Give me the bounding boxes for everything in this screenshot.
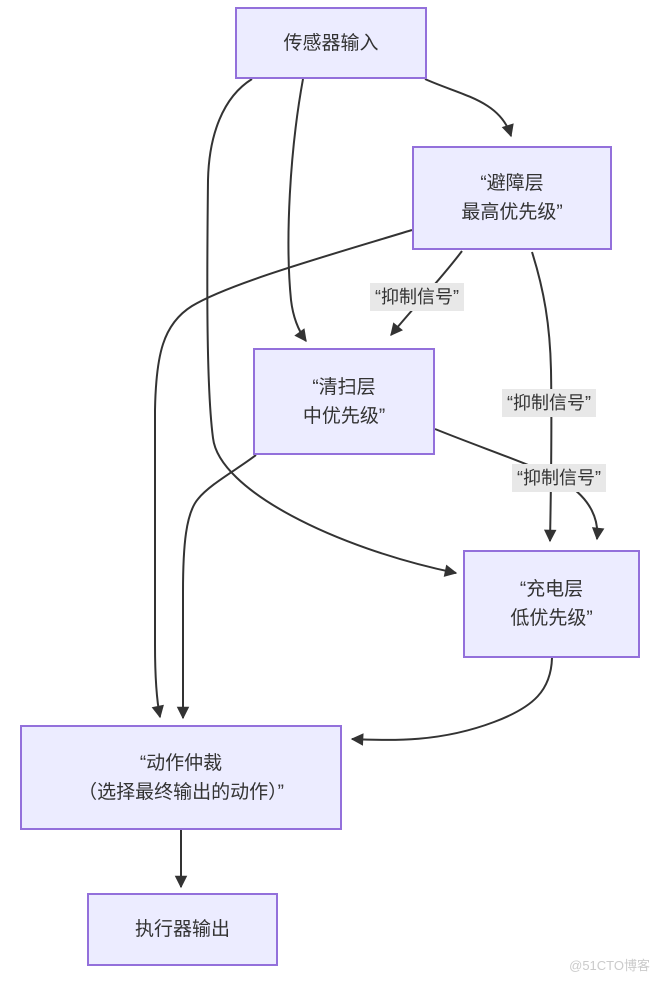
- edge-sensor-to-avoidance: [424, 78, 514, 138]
- node-label: “清扫层: [312, 376, 376, 398]
- edge-label-suppress-signal-1: “抑制信号”: [370, 283, 464, 311]
- node-charge-layer: “充电层 低优先级”: [463, 550, 640, 658]
- node-sweep-layer: “清扫层 中优先级”: [253, 348, 435, 455]
- edge-label-suppress-signal-2: “抑制信号”: [502, 389, 596, 417]
- node-label: 执行器输出: [134, 919, 230, 940]
- node-label: “动作仲裁: [139, 752, 223, 774]
- node-label: 传感器输入: [283, 32, 379, 54]
- edge-label-suppress-signal-3: “抑制信号”: [512, 464, 606, 492]
- node-label: 最高优先级”: [461, 202, 563, 223]
- edge-sweep-to-arbiter: [176, 454, 257, 720]
- node-avoidance-layer: “避障层 最高优先级”: [412, 146, 612, 250]
- edge-charge-to-arbiter: [350, 657, 553, 746]
- node-sensor-input: 传感器输入: [235, 7, 427, 79]
- node-label: 中优先级”: [302, 405, 386, 427]
- node-label: “避障层: [480, 173, 544, 194]
- node-action-arbiter: “动作仲裁 （选择最终输出的动作）”: [20, 725, 342, 830]
- watermark-51cto: @51CTO博客: [569, 958, 650, 973]
- node-label: “充电层: [519, 579, 584, 600]
- node-label: （选择最终输出的动作）”: [78, 781, 284, 803]
- node-label: 低优先级”: [510, 608, 593, 629]
- edge-sensor-to-sweep: [287, 78, 307, 343]
- node-actuator-output: 执行器输出: [87, 893, 278, 966]
